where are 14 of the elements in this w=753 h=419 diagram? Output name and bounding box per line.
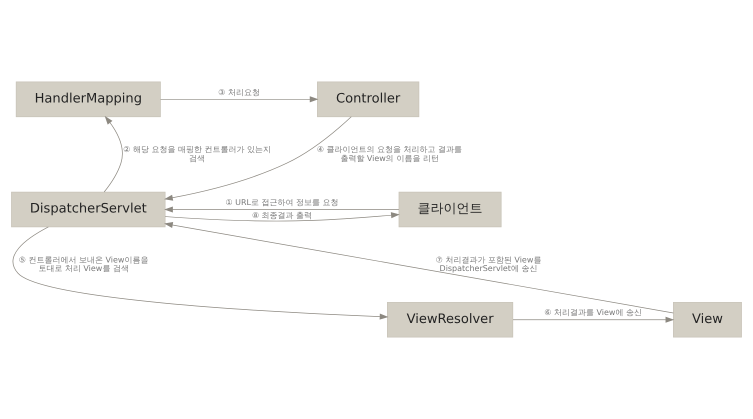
arrow (164, 222, 674, 314)
arrow (12, 226, 388, 320)
node-box: HandlerMapping (16, 82, 161, 118)
arrow (104, 116, 123, 192)
node-box: DispatcherServlet (11, 192, 166, 228)
arrow (164, 206, 400, 213)
arrow (512, 316, 674, 323)
arrow (164, 212, 400, 222)
node-box: Controller (317, 82, 420, 118)
arrow (160, 96, 318, 102)
node-box: 클라이언트 (398, 192, 502, 228)
arrow (164, 116, 352, 201)
node-box: View (673, 302, 742, 338)
node-box: ViewResolver (387, 302, 514, 338)
